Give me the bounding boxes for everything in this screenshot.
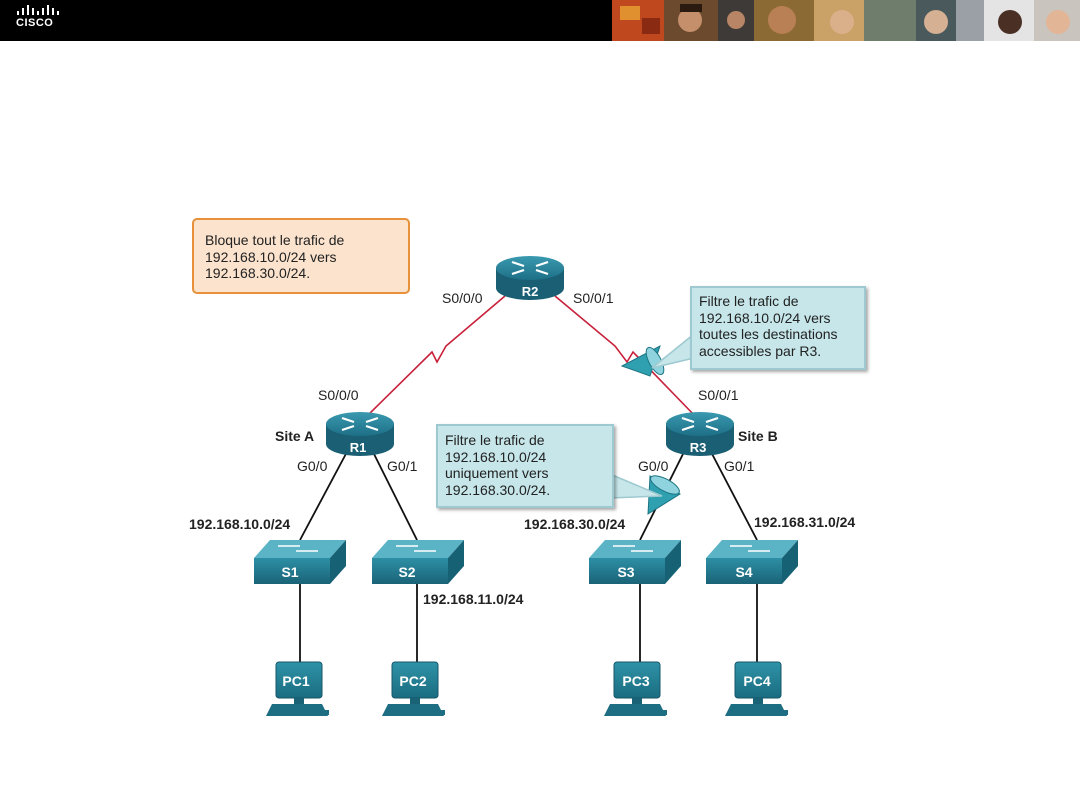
switch-s4[interactable]: S4 <box>706 540 798 584</box>
callout-c-line-1: Filtre le trafic de <box>445 432 545 448</box>
site-a-label: Site A <box>275 428 314 444</box>
interface-r1-g01: G0/1 <box>387 458 418 474</box>
pc-1[interactable]: PC1 <box>266 661 329 716</box>
interface-r1-s000: S0/0/0 <box>318 387 359 403</box>
callout-c-line-3: uniquement vers <box>445 465 549 481</box>
cisco-logo-text: CISCO <box>16 17 54 29</box>
callout-b-line-4: accessibles par R3. <box>699 342 822 359</box>
serial-link-r2-r3 <box>554 295 698 419</box>
site-b-label: Site B <box>738 428 778 444</box>
callout-filter-only-to-30: Filtre le trafic de 192.168.10.0/24 uniq… <box>436 424 614 508</box>
router-r2[interactable]: R2 <box>496 256 564 300</box>
switch-s2[interactable]: S2 <box>372 540 464 584</box>
callout-b-line-3: toutes les destinations <box>699 326 838 342</box>
callout-c-line-2: 192.168.10.0/24 <box>445 448 547 465</box>
router-r3-label: R3 <box>690 440 707 455</box>
switch-s3-label: S3 <box>617 564 634 580</box>
pc-4[interactable]: PC4 <box>725 661 788 716</box>
callout-a-line-1: Bloque tout le trafic de <box>205 232 345 248</box>
interface-r3-s001: S0/0/1 <box>698 387 739 403</box>
pc-3[interactable]: PC3 <box>604 661 667 716</box>
switch-s2-label: S2 <box>398 564 415 580</box>
callout-filter-r3-destinations: Filtre le trafic de 192.168.10.0/24 vers… <box>690 286 866 370</box>
pc-4-label: PC4 <box>743 673 770 689</box>
header-bar: CISCO <box>0 0 1080 41</box>
router-r3[interactable]: R3 <box>666 412 734 456</box>
pc-2[interactable]: PC2 <box>382 661 445 716</box>
pc-1-label: PC1 <box>282 673 309 689</box>
pc-2-label: PC2 <box>399 673 426 689</box>
interface-r2-s001: S0/0/1 <box>573 290 614 306</box>
router-r1[interactable]: R1 <box>326 412 394 456</box>
switch-s4-label: S4 <box>735 564 752 580</box>
network-192-168-31: 192.168.31.0/24 <box>754 514 855 530</box>
callout-a-line-2: 192.168.10.0/24 vers <box>205 248 337 265</box>
pc-3-label: PC3 <box>622 673 649 689</box>
filter-funnel-icon-r3-serial <box>620 344 665 377</box>
callout-b-line-2: 192.168.10.0/24 vers <box>699 309 831 326</box>
callout-block-traffic: Bloque tout le trafic de 192.168.10.0/24… <box>192 218 410 294</box>
network-192-168-11: 192.168.11.0/24 <box>423 591 524 607</box>
interface-r2-s000: S0/0/0 <box>442 290 483 306</box>
network-192-168-10: 192.168.10.0/24 <box>189 516 290 532</box>
switch-s3[interactable]: S3 <box>589 540 681 584</box>
switch-s1[interactable]: S1 <box>254 540 346 584</box>
cisco-logo <box>17 5 59 15</box>
router-r1-label: R1 <box>350 440 367 455</box>
network-192-168-30: 192.168.30.0/24 <box>524 516 625 532</box>
serial-link-r2-r1 <box>364 295 506 419</box>
switch-s1-label: S1 <box>281 564 298 580</box>
callout-b-line-1: Filtre le trafic de <box>699 293 799 309</box>
callout-a-line-3: 192.168.30.0/24. <box>205 265 311 281</box>
router-r2-label: R2 <box>522 284 539 299</box>
header-photo-strip <box>612 0 1080 41</box>
interface-r3-g00: G0/0 <box>638 458 669 474</box>
interface-r1-g00: G0/0 <box>297 458 328 474</box>
callout-c-line-4: 192.168.30.0/24. <box>445 481 551 498</box>
interface-r3-g01: G0/1 <box>724 458 755 474</box>
